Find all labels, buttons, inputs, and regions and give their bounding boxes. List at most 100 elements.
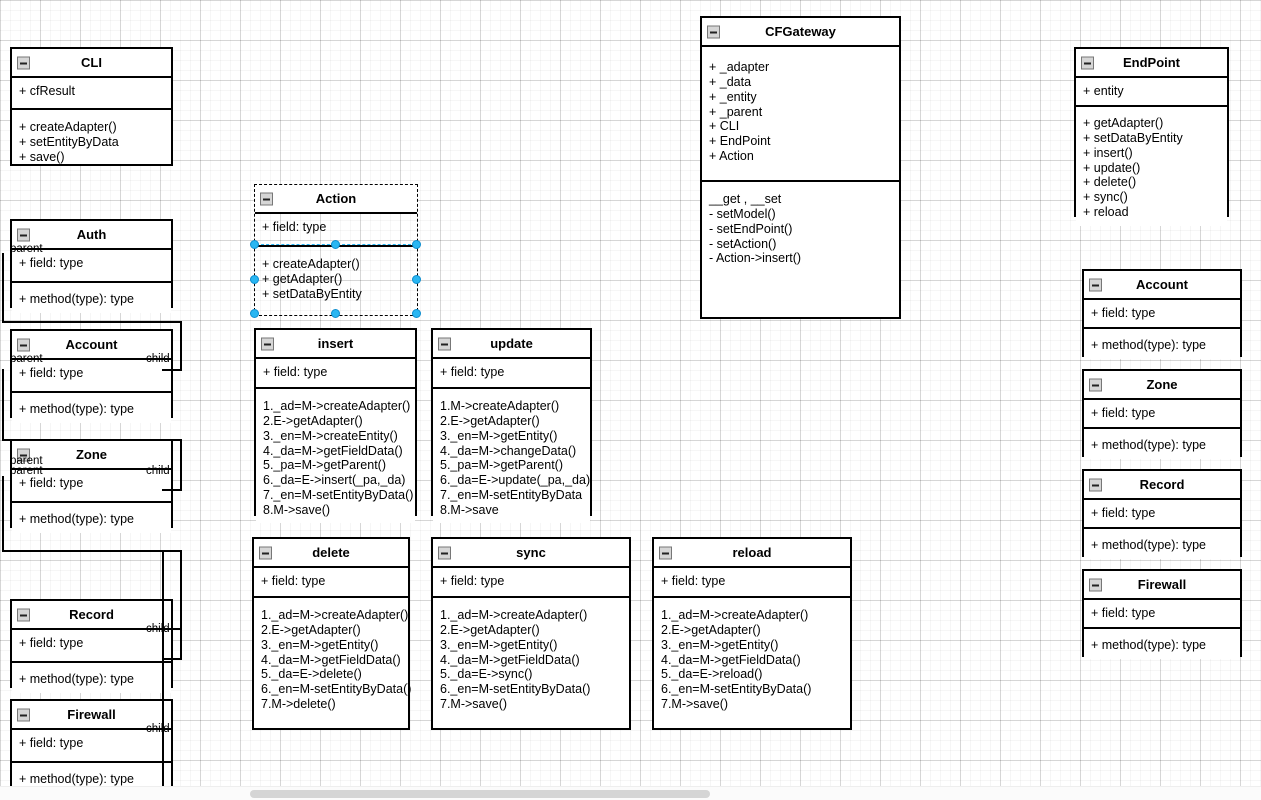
class-box-cli[interactable]: CLI + cfResult + createAdapter() + setEn…	[10, 47, 173, 167]
class-title-firewall-left: Firewall	[12, 701, 171, 731]
selection-handle-w[interactable]	[250, 275, 259, 284]
method-row: + method(type): type	[1091, 638, 1206, 653]
minus-box-icon[interactable]	[1081, 56, 1094, 70]
class-methods-zone-left: + method(type): type	[12, 503, 171, 534]
attribute-row: + field: type	[19, 366, 84, 381]
minus-box-icon[interactable]	[260, 192, 273, 206]
attribute-row: + field: type	[19, 636, 84, 651]
method-row: 3._en=M->createEntity()	[263, 428, 398, 443]
connector-left-edge-rail	[162, 550, 164, 798]
method-row: + sync()	[1083, 190, 1128, 205]
edge-label-zone-parent-b: parent	[10, 465, 43, 477]
class-box-reload[interactable]: reload + field: type 1._ad=M->createAdap…	[652, 537, 852, 730]
class-box-action[interactable]: Action + field: type + createAdapter() +…	[254, 184, 418, 316]
method-row: + save()	[19, 149, 65, 164]
attribute-row: + _adapter	[709, 60, 770, 75]
method-row: + method(type): type	[19, 512, 134, 527]
class-box-update[interactable]: update + field: type 1.M->createAdapter(…	[431, 328, 592, 524]
class-box-firewall-left[interactable]: Firewall + field: type + method(type): t…	[10, 699, 173, 794]
method-row: 3._en=M->getEntity()	[261, 637, 379, 652]
method-row: 1._ad=M->createAdapter()	[440, 608, 588, 623]
minus-box-icon[interactable]	[17, 448, 30, 462]
method-row: - Action->insert()	[709, 251, 802, 266]
method-row: 2.E->getAdapter()	[263, 414, 363, 429]
minus-box-icon[interactable]	[17, 228, 30, 242]
minus-box-icon[interactable]	[17, 56, 30, 70]
method-row: - setModel()	[709, 207, 776, 222]
selection-handle-ne[interactable]	[412, 240, 421, 249]
selection-handle-nw[interactable]	[250, 240, 259, 249]
attribute-row: + field: type	[1091, 306, 1156, 321]
class-methods-update: 1.M->createAdapter() 2.E->getAdapter() 3…	[433, 389, 590, 524]
method-row: 1.M->createAdapter()	[440, 399, 560, 414]
method-row: 7.M->save()	[661, 696, 729, 711]
method-row: 4._da=M->getFieldData()	[440, 652, 580, 667]
class-title-endpoint: EndPoint	[1076, 49, 1227, 79]
edge-label-auth-parent: parent	[10, 243, 43, 255]
minus-box-icon[interactable]	[1089, 578, 1102, 592]
method-row: + method(type): type	[1091, 338, 1206, 353]
method-row: + method(type): type	[19, 672, 134, 687]
minus-box-icon[interactable]	[1089, 378, 1102, 392]
attribute-row: + _parent	[709, 104, 763, 119]
minus-box-icon[interactable]	[17, 338, 30, 352]
class-box-cfgateway[interactable]: CFGateway + _adapter + _data + _entity +…	[700, 16, 901, 319]
attribute-row: + field: type	[262, 220, 327, 235]
class-box-account-right[interactable]: Account + field: type + method(type): ty…	[1082, 269, 1242, 360]
class-attributes-account-right: + field: type	[1084, 300, 1240, 330]
minus-box-icon[interactable]	[659, 546, 672, 560]
class-box-insert[interactable]: insert + field: type 1._ad=M->createAdap…	[254, 328, 417, 524]
method-row: + setEntityByData	[19, 135, 119, 150]
connector-account-right-v	[180, 439, 182, 491]
connector-auth-bottom-h	[2, 321, 182, 323]
method-row: 5._da=E->sync()	[440, 667, 533, 682]
method-row: + method(type): type	[19, 402, 134, 417]
minus-box-icon[interactable]	[1089, 278, 1102, 292]
class-box-record-left[interactable]: Record + field: type + method(type): typ…	[10, 599, 173, 694]
minus-box-icon[interactable]	[438, 546, 451, 560]
minus-box-icon[interactable]	[259, 546, 272, 560]
class-box-zone-right[interactable]: Zone + field: type + method(type): type	[1082, 369, 1242, 460]
class-attributes-reload: + field: type	[654, 568, 850, 599]
class-box-delete[interactable]: delete + field: type 1._ad=M->createAdap…	[252, 537, 411, 730]
method-row: + method(type): type	[1091, 538, 1206, 553]
class-methods-cli: + createAdapter() + setEntityByData + sa…	[12, 110, 171, 165]
class-name-label: Account	[1136, 277, 1188, 292]
method-row: + update()	[1083, 160, 1141, 175]
connector-zone-to-record-h	[162, 628, 182, 630]
selection-handle-s[interactable]	[331, 309, 340, 318]
selection-handle-e[interactable]	[412, 275, 421, 284]
method-row: 6._en=M-setEntityByData()	[440, 682, 591, 697]
class-box-sync[interactable]: sync + field: type 1._ad=M->createAdapte…	[431, 537, 631, 730]
class-box-account-left[interactable]: Account + field: type + method(type): ty…	[10, 329, 173, 424]
class-box-firewall-right[interactable]: Firewall + field: type + method(type): t…	[1082, 569, 1242, 660]
class-title-zone-left: Zone	[12, 441, 171, 471]
class-attributes-cfgateway: + _adapter + _data + _entity + _parent +…	[702, 47, 899, 183]
class-box-auth-left[interactable]: Auth + field: type + method(type): type	[10, 219, 173, 314]
class-methods-auth-left: + method(type): type	[12, 283, 171, 314]
selection-handle-n[interactable]	[331, 240, 340, 249]
class-title-auth-left: Auth	[12, 221, 171, 251]
method-row: 5._pa=M->getParent()	[263, 458, 386, 473]
class-methods-sync: 1._ad=M->createAdapter() 2.E->getAdapter…	[433, 598, 629, 718]
method-row: 6._en=M-setEntityByData()	[661, 682, 812, 697]
selection-handle-se[interactable]	[412, 309, 421, 318]
minus-box-icon[interactable]	[17, 608, 30, 622]
class-methods-account-right: + method(type): type	[1084, 329, 1240, 360]
class-attributes-endpoint: + entity	[1076, 78, 1227, 108]
minus-box-icon[interactable]	[1089, 478, 1102, 492]
minus-box-icon[interactable]	[261, 337, 274, 351]
class-attributes-insert: + field: type	[256, 359, 415, 390]
selection-handle-sw[interactable]	[250, 309, 259, 318]
attribute-row: + field: type	[19, 256, 84, 271]
attribute-row: + CLI	[709, 119, 740, 134]
horizontal-scrollbar-track[interactable]	[0, 786, 1261, 800]
class-box-zone-left[interactable]: Zone + field: type + method(type): type	[10, 439, 173, 534]
class-box-record-right[interactable]: Record + field: type + method(type): typ…	[1082, 469, 1242, 560]
minus-box-icon[interactable]	[707, 25, 720, 39]
minus-box-icon[interactable]	[438, 337, 451, 351]
class-box-endpoint[interactable]: EndPoint + entity + getAdapter() + setDa…	[1074, 47, 1229, 226]
horizontal-scrollbar-thumb[interactable]	[250, 790, 710, 798]
minus-box-icon[interactable]	[17, 708, 30, 722]
